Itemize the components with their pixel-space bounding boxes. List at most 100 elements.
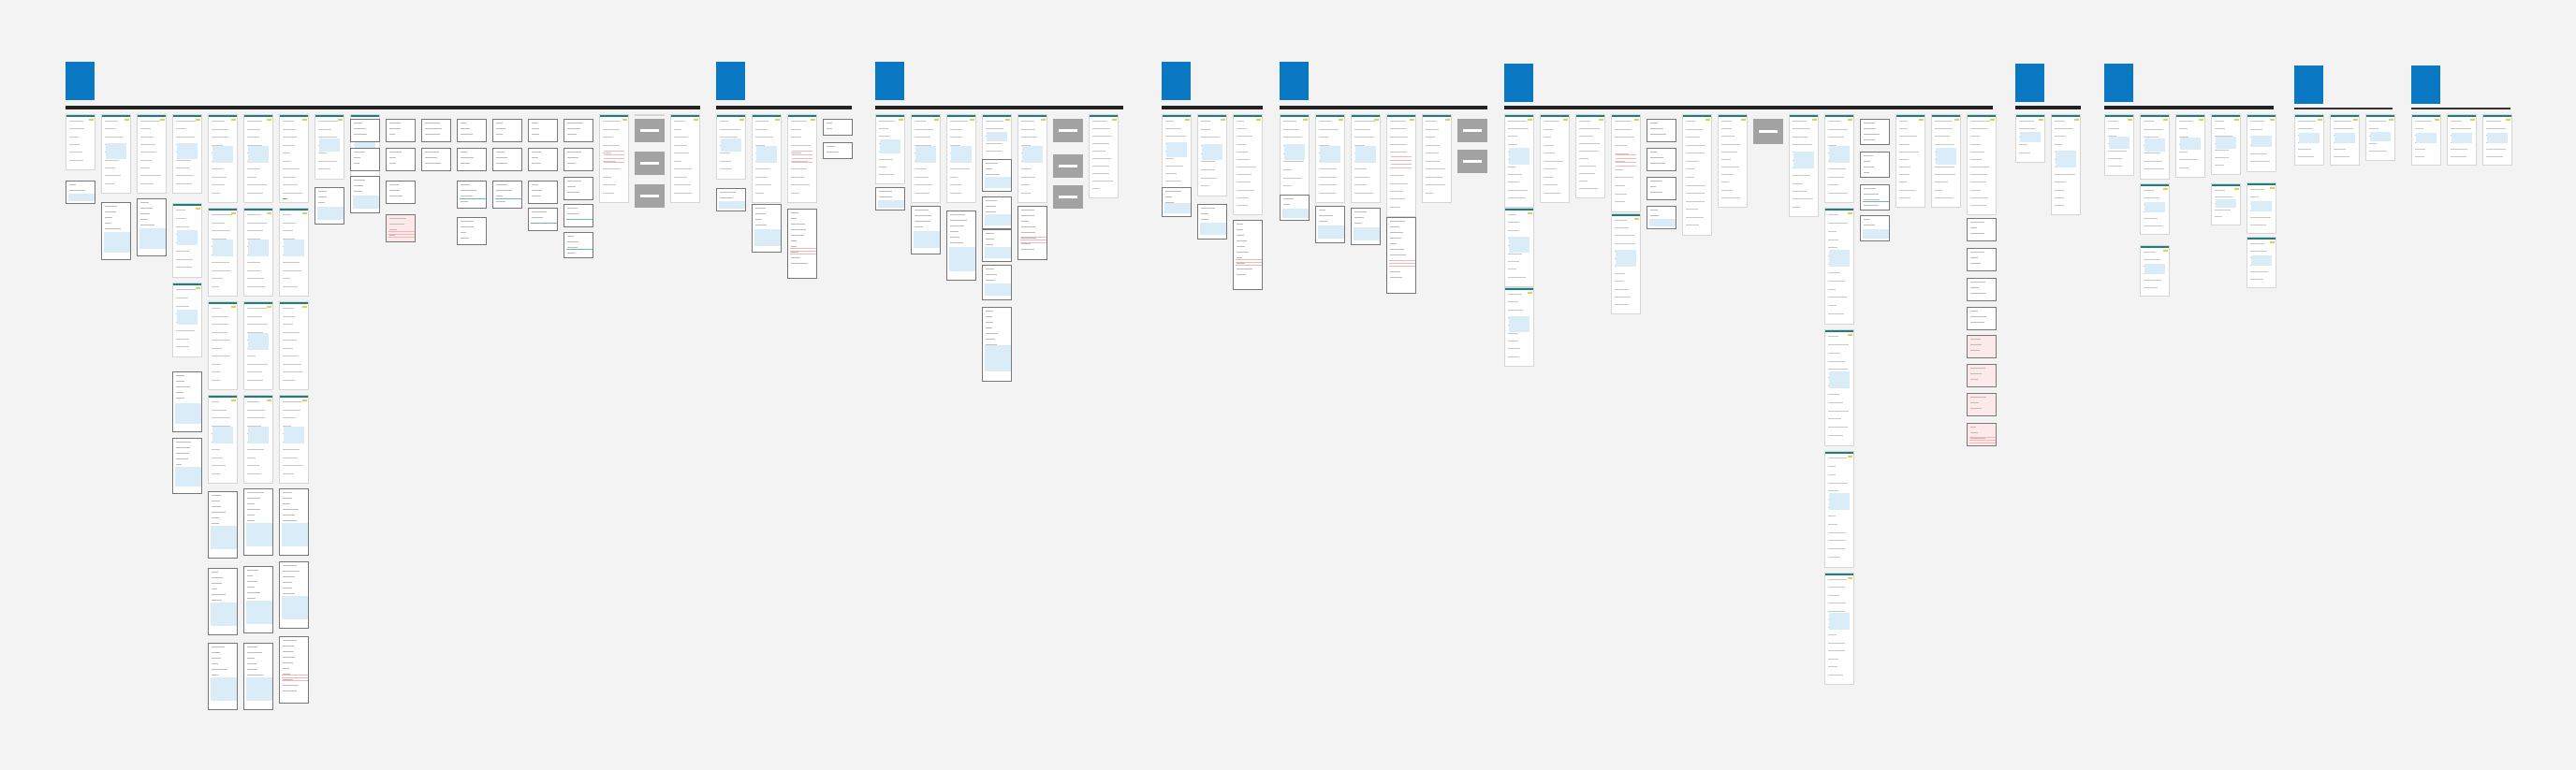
screen-frame[interactable] [2140,183,2170,235]
modal-frame[interactable] [564,177,593,200]
modal-frame[interactable] [66,181,95,204]
screen-frame[interactable] [1089,114,1119,198]
screen-frame[interactable] [2211,183,2241,225]
modal-frame[interactable] [101,202,131,260]
screen-frame[interactable] [1824,573,1854,685]
screen-frame[interactable] [101,114,131,194]
screen-frame[interactable] [875,114,905,184]
screen-frame[interactable] [982,114,1012,161]
screen-frame[interactable] [1162,114,1192,191]
modal-frame[interactable] [315,187,344,225]
screen-frame[interactable] [752,114,782,203]
modal-frame[interactable] [457,217,487,245]
modal-frame[interactable] [279,488,309,556]
modal-frame[interactable] [1967,335,1997,358]
screen-frame[interactable] [2104,114,2134,176]
screen-frame[interactable] [1718,114,1748,208]
modal-frame[interactable] [1647,148,1676,171]
screen-frame[interactable] [2447,114,2477,166]
screen-frame[interactable] [1386,114,1416,217]
modal-frame[interactable] [1197,204,1227,240]
modal-frame[interactable] [172,371,202,432]
modal-frame[interactable] [752,204,782,253]
screen-frame[interactable] [1824,451,1854,568]
overlay-dialog[interactable] [1753,119,1783,144]
modal-frame[interactable] [1315,206,1345,243]
modal-frame[interactable] [243,488,273,556]
screen-frame[interactable] [1682,114,1712,236]
modal-frame[interactable] [982,196,1012,229]
modal-frame[interactable] [243,566,273,633]
modal-frame[interactable] [492,181,522,209]
screen-frame[interactable] [1575,114,1605,198]
screen-frame[interactable] [279,114,309,203]
screen-frame[interactable] [137,114,167,194]
screen-frame[interactable] [2140,114,2170,180]
screen-frame[interactable] [911,114,941,203]
screen-frame[interactable] [1280,114,1310,196]
modal-frame[interactable] [1233,220,1263,290]
modal-frame[interactable] [1860,119,1890,145]
modal-frame[interactable] [1967,307,1997,330]
modal-frame[interactable] [1967,248,1997,271]
overlay-dialog[interactable] [1053,185,1083,209]
modal-frame[interactable] [1386,217,1416,294]
screen-frame[interactable] [243,395,273,484]
screen-frame[interactable] [1504,287,1534,367]
modal-frame[interactable] [982,159,1012,192]
screen-frame[interactable] [1895,114,1925,208]
modal-frame[interactable] [492,119,522,142]
modal-frame[interactable] [350,119,380,142]
modal-frame[interactable] [386,148,416,171]
overlay-dialog[interactable] [635,152,665,175]
screen-frame[interactable] [2411,114,2441,166]
screen-frame[interactable] [1017,114,1047,203]
modal-frame[interactable] [208,491,238,559]
modal-frame[interactable] [421,148,451,171]
modal-frame[interactable] [457,119,487,142]
overlay-dialog[interactable] [1457,119,1487,142]
modal-frame[interactable] [564,204,593,227]
screen-frame[interactable] [716,114,746,180]
modal-frame[interactable] [1647,206,1676,229]
modal-frame[interactable] [1860,152,1890,178]
overlay-dialog[interactable] [635,119,665,142]
modal-frame[interactable] [982,265,1012,300]
modal-frame[interactable] [528,148,558,171]
modal-frame[interactable] [1967,423,1997,446]
screen-frame[interactable] [208,301,238,390]
modal-frame[interactable] [946,211,976,281]
screen-frame[interactable] [315,114,344,180]
modal-frame[interactable] [528,181,558,204]
overlay-dialog[interactable] [1457,150,1487,173]
modal-frame[interactable] [564,119,593,142]
screen-frame[interactable] [243,114,273,203]
modal-frame[interactable] [823,142,853,159]
screen-frame[interactable] [946,114,976,203]
overlay-dialog[interactable] [1053,154,1083,178]
modal-frame[interactable] [243,643,273,710]
modal-frame[interactable] [421,119,451,142]
screen-frame[interactable] [1504,114,1534,208]
screen-frame[interactable] [2211,114,2241,175]
modal-frame[interactable] [1967,278,1997,301]
screen-frame[interactable] [599,114,629,203]
overlay-dialog[interactable] [1053,119,1083,142]
modal-frame[interactable] [172,438,202,494]
modal-frame[interactable] [386,181,416,204]
screen-frame[interactable] [1315,114,1345,203]
modal-frame[interactable] [279,636,309,704]
screen-frame[interactable] [2247,182,2276,234]
screen-frame[interactable] [2365,114,2395,161]
modal-frame[interactable] [1280,195,1310,221]
modal-frame[interactable] [1647,119,1676,142]
modal-frame[interactable] [137,198,167,256]
screen-frame[interactable] [172,114,202,194]
modal-frame[interactable] [911,206,941,254]
screen-frame[interactable] [787,114,817,203]
modal-frame[interactable] [1017,206,1047,260]
screen-frame[interactable] [279,301,309,390]
screen-frame[interactable] [1824,208,1854,325]
modal-frame[interactable] [1351,208,1381,245]
screen-frame[interactable] [2330,114,2360,166]
